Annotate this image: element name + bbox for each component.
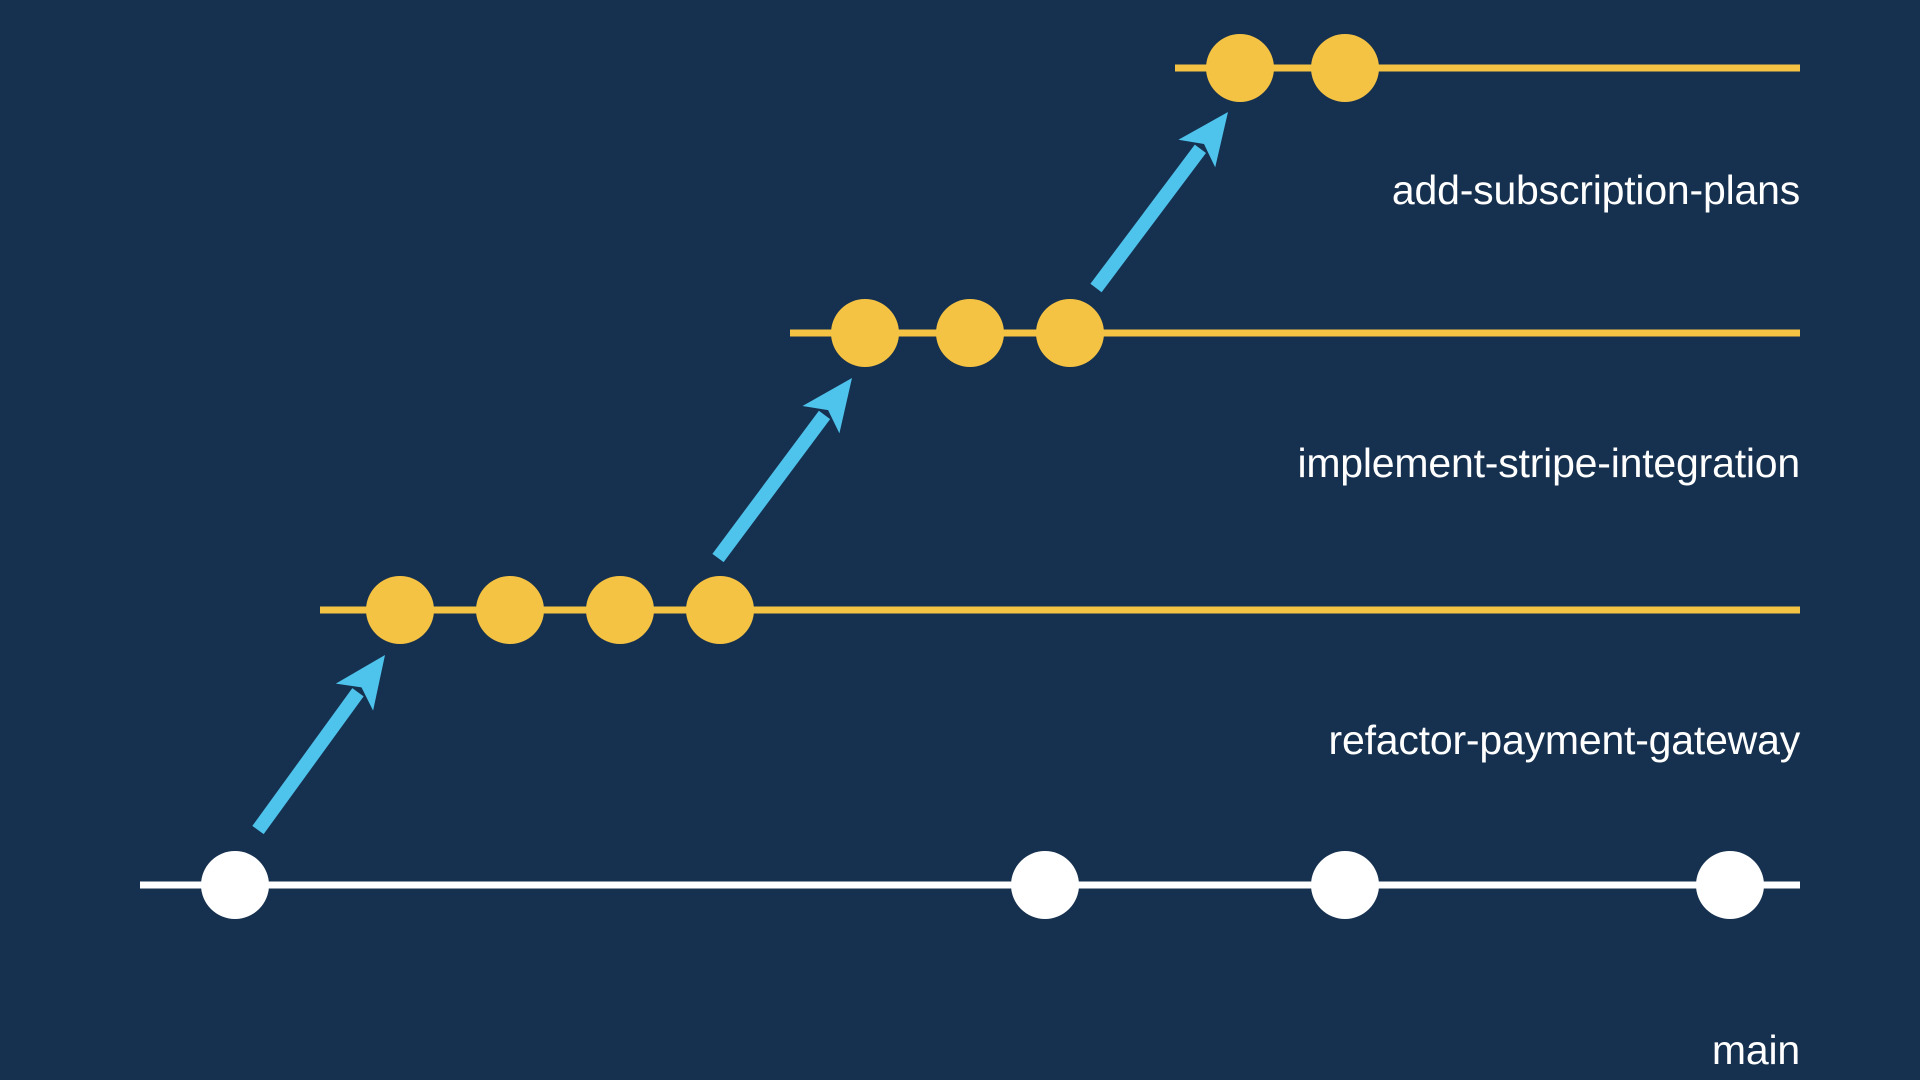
branch-label-add-subscription-plans: add-subscription-plans (1391, 167, 1800, 213)
commit-node-main-3[interactable] (1311, 851, 1379, 919)
commit-node-implement-stripe-integration-2[interactable] (936, 299, 1004, 367)
commit-node-main-4[interactable] (1696, 851, 1764, 919)
arrow-stripe-to-subscription-shaft (1090, 144, 1207, 293)
arrow-refactor-to-stripe-head (802, 378, 852, 434)
arrow-stripe-to-subscription (1090, 112, 1228, 293)
arrow-main-to-refactor-shaft (252, 688, 364, 835)
arrow-refactor-to-stripe (712, 378, 852, 563)
commit-node-add-subscription-plans-2[interactable] (1311, 34, 1379, 102)
commit-node-main-1[interactable] (201, 851, 269, 919)
commit-nodes-group (201, 34, 1764, 919)
commit-node-refactor-payment-gateway-4[interactable] (686, 576, 754, 644)
arrow-stripe-to-subscription-head (1178, 112, 1228, 168)
commit-node-add-subscription-plans-1[interactable] (1206, 34, 1274, 102)
branch-label-refactor-payment-gateway: refactor-payment-gateway (1328, 717, 1801, 763)
commit-node-implement-stripe-integration-1[interactable] (831, 299, 899, 367)
branch-label-implement-stripe-integration: implement-stripe-integration (1297, 440, 1800, 486)
commit-node-refactor-payment-gateway-3[interactable] (586, 576, 654, 644)
commit-node-refactor-payment-gateway-2[interactable] (476, 576, 544, 644)
arrow-main-to-refactor-head (335, 655, 385, 711)
arrow-main-to-refactor (252, 655, 385, 835)
branch-arrows-group (252, 112, 1228, 835)
branch-label-main: main (1711, 1027, 1800, 1073)
commit-node-implement-stripe-integration-3[interactable] (1036, 299, 1104, 367)
commit-node-main-2[interactable] (1011, 851, 1079, 919)
arrow-refactor-to-stripe-shaft (712, 410, 831, 563)
commit-node-refactor-payment-gateway-1[interactable] (366, 576, 434, 644)
